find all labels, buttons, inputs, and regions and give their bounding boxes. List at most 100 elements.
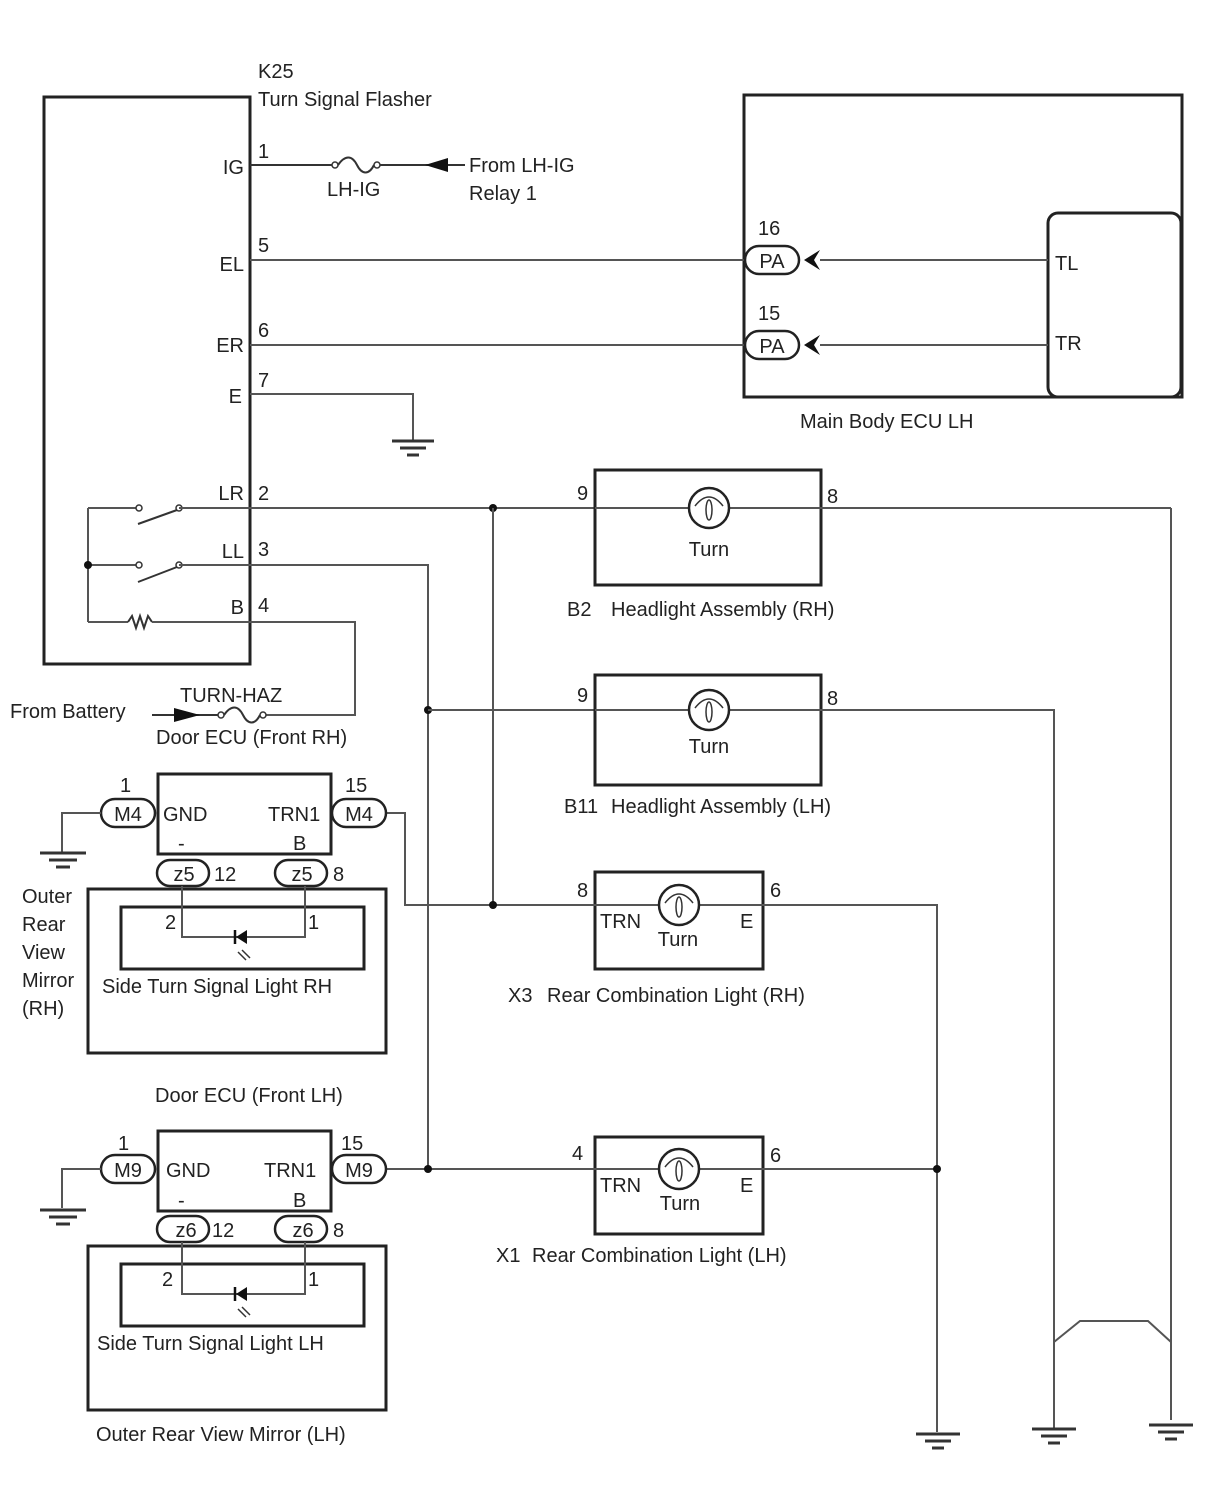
pin-num: 1 <box>118 1133 129 1155</box>
ig-fuse-label: LH-IG <box>327 179 380 201</box>
outer-mirror-lh: 2 1 Side Turn Signal Light LH Outer Rear… <box>86 1242 388 1446</box>
arrow-icon <box>425 158 448 172</box>
connector-label: z6 <box>292 1220 313 1242</box>
side-turn-light-rh <box>119 905 366 971</box>
door-ecu-lh-name: Door ECU (Front LH) <box>155 1085 343 1107</box>
connector-pa-label: PA <box>759 336 785 358</box>
pin-out: 6 <box>770 1145 781 1167</box>
connector-label: M9 <box>114 1160 142 1182</box>
pin-in: 9 <box>577 685 588 707</box>
connector-label: M4 <box>345 804 373 826</box>
connector-chevron-icon <box>804 250 820 270</box>
turn-signal-flasher: K25 Turn Signal Flasher IG 1 EL 5 ER 6 E… <box>42 61 432 666</box>
main-ecu-name: Main Body ECU LH <box>800 411 973 433</box>
pin-num-7: 7 <box>258 370 269 392</box>
connector-label: z6 <box>175 1220 196 1242</box>
connector-label: z5 <box>173 864 194 886</box>
ground-icon <box>1032 1427 1076 1445</box>
pin-label-trn1: TRN1 <box>268 804 320 826</box>
bulb-label: Turn <box>689 539 729 561</box>
pin-num-5: 5 <box>258 235 269 257</box>
pin-num: 12 <box>212 1220 234 1242</box>
main-ecu-inner <box>1046 211 1183 399</box>
headlight-b11: Turn 9 8 B11 Headlight Assembly (LH) <box>564 673 1055 1428</box>
headlight-id: B2 <box>567 599 591 621</box>
connector-chevron-icon <box>804 335 820 355</box>
bulb-label: Turn <box>689 736 729 758</box>
mirror-label-line: Mirror <box>22 970 75 992</box>
ground-icon <box>916 1432 960 1450</box>
rear-light-id: X1 <box>496 1245 520 1267</box>
pin-out: 6 <box>770 880 781 902</box>
rear-light-id: X3 <box>508 985 532 1007</box>
bulb-icon <box>657 1147 701 1191</box>
internal-switch-ll <box>88 561 183 583</box>
connector-label: z5 <box>291 864 312 886</box>
ground-icon <box>1149 1423 1193 1441</box>
arrow-icon <box>174 708 200 722</box>
connector-pa-16 <box>743 244 801 276</box>
internal-switch-lr <box>88 504 183 525</box>
pin-out-label: E <box>740 911 753 933</box>
battery-feed: From Battery TURN-HAZ <box>10 685 282 724</box>
pin-in-label: TRN <box>600 911 641 933</box>
headlight-name: Headlight Assembly (RH) <box>611 599 834 621</box>
ecu-pin-label-tr: TR <box>1055 333 1082 355</box>
pin-label-lr: LR <box>218 483 244 505</box>
ground-icon <box>40 1208 86 1226</box>
pin-label-er: ER <box>216 335 244 357</box>
ground-icon <box>392 439 434 457</box>
bulb-icon <box>657 883 701 927</box>
bulb-icon <box>687 486 731 530</box>
pin-num: 8 <box>333 864 344 886</box>
ecu-pin-16: 16 <box>758 218 780 240</box>
headlight-b2: Turn 9 8 B2 Headlight Assembly (RH) <box>567 468 1171 621</box>
ig-feed: LH-IG From LH-IG Relay 1 <box>250 155 575 205</box>
pin-num: 8 <box>333 1220 344 1242</box>
pin-label-b: B <box>231 597 244 619</box>
connector-m4-trn <box>330 797 388 829</box>
pin-num: 2 <box>162 1269 173 1291</box>
bulb-label: Turn <box>660 1193 700 1215</box>
bulb-icon <box>687 688 731 732</box>
mirror-label-line: View <box>22 942 66 964</box>
mirror-label-line: (RH) <box>22 998 64 1020</box>
door-ecu-rh-name: Door ECU (Front RH) <box>156 727 347 749</box>
side-turn-light-lh <box>119 1262 366 1328</box>
pin-label-e: E <box>229 386 242 408</box>
pin-label-minus: - <box>178 833 185 855</box>
pin-num-6: 6 <box>258 320 269 342</box>
main-ecu-box <box>742 93 1184 399</box>
rear-light-name: Rear Combination Light (RH) <box>547 985 805 1007</box>
pin-label-ig: IG <box>223 157 244 179</box>
ground-icon <box>40 851 86 869</box>
pin-label-ll: LL <box>222 541 244 563</box>
pin-num: 1 <box>308 912 319 934</box>
connector-label: M4 <box>114 804 142 826</box>
flasher-name: Turn Signal Flasher <box>258 89 432 111</box>
ecu-pin-label-tl: TL <box>1055 253 1078 275</box>
led-icon <box>233 930 251 961</box>
pin-num: 1 <box>120 775 131 797</box>
pin-out: 8 <box>827 486 838 508</box>
rear-light-name: Rear Combination Light (LH) <box>532 1245 787 1267</box>
pin-label-trn1: TRN1 <box>264 1160 316 1182</box>
bulb-label: Turn <box>658 929 698 951</box>
pin-label-b: B <box>293 833 306 855</box>
pin-num: 2 <box>165 912 176 934</box>
pin-in: 4 <box>572 1143 583 1165</box>
door-ecu-front-lh: M9 1 GND TRN1 M9 15 - B z6 12 z6 8 <box>40 1129 388 1244</box>
pin-num: 1 <box>308 1269 319 1291</box>
connector-pa-15 <box>743 329 801 361</box>
pin-in-label: TRN <box>600 1175 641 1197</box>
connector-m9-trn <box>330 1153 388 1185</box>
fuse-icon <box>331 156 381 174</box>
pin-label-b: B <box>293 1190 306 1212</box>
side-turn-light-label: Side Turn Signal Light LH <box>97 1333 324 1355</box>
pin-label-minus: - <box>178 1190 185 1212</box>
battery-source-label: From Battery <box>10 701 126 723</box>
connector-pa-label: PA <box>759 251 785 273</box>
pin-in: 8 <box>577 880 588 902</box>
outer-mirror-rh: 2 1 Side Turn Signal Light RH Outer Rear… <box>22 886 388 1055</box>
